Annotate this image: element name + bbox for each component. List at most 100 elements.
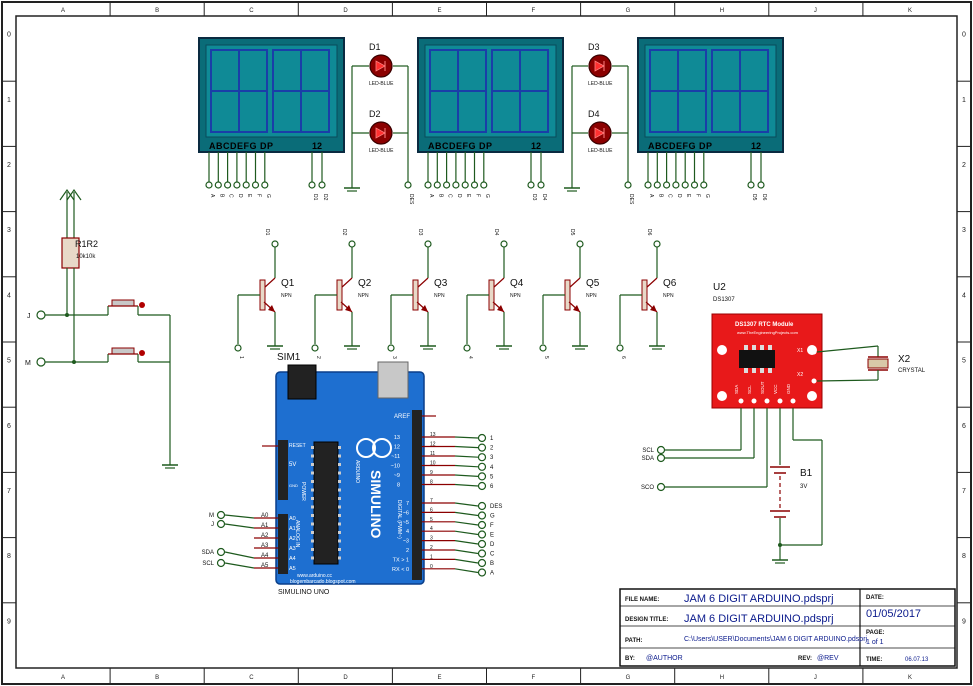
- net-wire: [454, 521, 479, 526]
- title-block: FILE NAME: JAM 6 DIGIT ARDUINO.pdsprj DE…: [619, 588, 956, 667]
- digital-pin-number: 6: [430, 507, 433, 513]
- net-label: G: [490, 514, 495, 520]
- transistor-type: NPN: [586, 293, 597, 299]
- net-label: SCL: [202, 561, 214, 567]
- display-pin-label: A: [428, 194, 434, 198]
- transistor-ref: Q2: [358, 278, 372, 289]
- digit-pin: [537, 181, 545, 189]
- frame-row-label: 6: [962, 423, 966, 430]
- gnd-label: GND: [289, 483, 298, 488]
- net-terminal: [477, 558, 487, 568]
- rtc-pin-label: SOUT: [760, 381, 765, 394]
- transistor-base-bar: [564, 279, 571, 311]
- page-value: 1 of 1: [866, 639, 884, 646]
- frame-row-label: 7: [7, 488, 11, 495]
- transistor-group: D11Q1NPND22Q2NPND33Q3NPND44Q4NPND55Q5NPN…: [234, 229, 677, 359]
- frame-row-label: 1: [962, 97, 966, 104]
- rtc-pin-pad: [764, 398, 770, 404]
- display-pin: [461, 181, 469, 189]
- frame-col-label: H: [720, 675, 724, 681]
- chip-pin: [311, 446, 314, 449]
- display-pin: [443, 181, 451, 189]
- transistor-ref: Q1: [281, 278, 295, 289]
- net-label: C: [490, 552, 495, 558]
- frame-col-label: A: [61, 675, 65, 681]
- net-terminal: [477, 443, 487, 452]
- push-switch-m: [111, 347, 135, 355]
- rtc-pin-pad: [790, 398, 796, 404]
- display-pin: [681, 181, 689, 189]
- transistor-type: NPN: [281, 293, 292, 299]
- arduino-ref: SIM1: [277, 352, 301, 363]
- emitter-arrow-icon: [345, 305, 352, 312]
- chip-pin: [338, 446, 341, 449]
- transistor-top-pin: [653, 240, 661, 248]
- terminal-j: [36, 310, 46, 320]
- digital-pin-label: ~11: [391, 454, 400, 460]
- digital-pin-label: 4: [406, 529, 409, 535]
- frame-row-label: 1: [7, 97, 11, 104]
- net-label: A: [490, 571, 494, 577]
- rtc-x1: X1: [797, 348, 803, 354]
- digital-pin-number: 12: [430, 442, 436, 448]
- led-type: LED-BLUE: [369, 148, 394, 154]
- net-wire: [454, 474, 479, 477]
- rtc-pin-pad: [751, 398, 757, 404]
- rtc-net-label: SCL: [642, 448, 654, 454]
- display-pin: [261, 181, 269, 189]
- rtc-net-label: SDA: [642, 456, 654, 462]
- net-wire: [454, 455, 479, 458]
- usb-port: [377, 361, 409, 399]
- crystal-type: CRYSTAL: [898, 368, 926, 374]
- display-pin: [242, 181, 250, 189]
- net-label: D: [490, 542, 495, 548]
- frame-col-label: F: [532, 8, 536, 14]
- display-pin-label: C: [667, 194, 673, 198]
- rev-value: @REV: [817, 655, 839, 662]
- net-label: 3: [490, 455, 494, 461]
- crystal: X2 CRYSTAL: [816, 345, 926, 382]
- frame-col-label: E: [437, 675, 441, 681]
- display-pin-label: G: [265, 194, 271, 198]
- chip-pin: [338, 531, 341, 534]
- rtc-module: U2 DS1307 DS1307 RTC Module www.TheEngin…: [711, 282, 823, 409]
- net-wire: [454, 483, 479, 487]
- digital-pin-label: RX < 0: [392, 567, 409, 573]
- digit-label: 12: [751, 141, 761, 151]
- net-terminal: [216, 558, 226, 568]
- display-pin-label: F: [256, 194, 262, 197]
- net-wire: [454, 436, 479, 439]
- display-pin: [424, 181, 432, 189]
- digital-pin-label: ~9: [394, 473, 400, 479]
- battery-ref: B1: [800, 468, 813, 479]
- display-pin-label: A: [209, 194, 215, 198]
- time-label: TIME:: [866, 657, 882, 663]
- frame-col-label: K: [908, 675, 912, 681]
- net-terminal: [216, 547, 226, 557]
- frame-row-label: 2: [962, 162, 966, 169]
- analog-pin-label: A3: [289, 546, 296, 552]
- net-label: 6: [490, 484, 494, 490]
- display-pin: [233, 181, 241, 189]
- rtc-pin-label: GND: [786, 383, 791, 394]
- digital-pin-number: 0: [430, 564, 433, 570]
- display-pin: [644, 181, 652, 189]
- analog-pin-label: A0: [289, 516, 296, 522]
- frame-col-label: K: [908, 8, 912, 14]
- transistor-top-label: D5: [569, 229, 575, 236]
- segment-row-label: ABCDEFG DP: [428, 141, 493, 151]
- frame-col-label: D: [343, 675, 348, 681]
- display-pin-label: F: [695, 194, 701, 197]
- arduino-board-text: SIMULINO: [368, 470, 384, 539]
- digital-pin-label: ~3: [403, 539, 409, 545]
- input-circuit: R1R2 10k10k J M: [25, 188, 178, 469]
- chip-pin: [311, 471, 314, 475]
- analog-pin-number: A3: [261, 543, 269, 549]
- rtc-pin-label: VCC: [773, 384, 778, 394]
- net-label: M: [209, 513, 214, 519]
- rtc-chip: [739, 350, 775, 368]
- digital-pin-label: 8: [397, 483, 400, 489]
- digit-pin-label: D2: [322, 194, 328, 201]
- display-pin-label: B: [657, 194, 663, 198]
